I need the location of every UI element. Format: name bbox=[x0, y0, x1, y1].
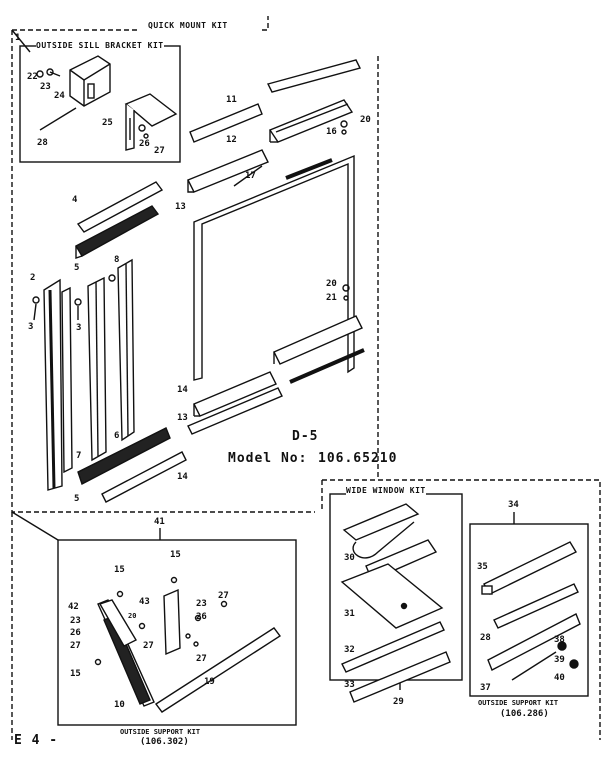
callout-43: 43 bbox=[139, 597, 150, 607]
support-kit-left-box bbox=[57, 539, 297, 726]
callout-17: 17 bbox=[245, 171, 256, 181]
support-kit-right-number: (106.286) bbox=[500, 709, 549, 719]
callout-42: 42 bbox=[68, 602, 79, 612]
callout-23-c: 23 bbox=[196, 599, 207, 609]
callout-27-e: 27 bbox=[196, 654, 207, 664]
callout-39: 39 bbox=[554, 655, 565, 665]
support-kit-left-number: (106.302) bbox=[140, 737, 189, 747]
page-code: D-5 bbox=[292, 429, 319, 444]
top-seal-parts bbox=[75, 181, 164, 259]
wide-window-kit-title: WIDE WINDOW KIT bbox=[346, 486, 426, 495]
callout-20-bottom: 20 bbox=[326, 279, 337, 289]
callout-15-c: 15 bbox=[70, 669, 81, 679]
wide-window-parts bbox=[340, 503, 451, 703]
callout-27-d: 27 bbox=[218, 591, 229, 601]
support-kit-right-title: OUTSIDE SUPPORT KIT bbox=[478, 699, 559, 707]
page-mark: E 4 - bbox=[14, 733, 59, 748]
support-kit-left-title: OUTSIDE SUPPORT KIT bbox=[120, 728, 201, 736]
callout-11: 11 bbox=[226, 95, 237, 105]
callout-24: 24 bbox=[54, 91, 65, 101]
callout-4: 4 bbox=[72, 195, 78, 205]
callout-33: 33 bbox=[344, 680, 355, 690]
callout-19: 19 bbox=[204, 677, 215, 687]
callout-41: 41 bbox=[154, 517, 165, 527]
callout-3-mid: 3 bbox=[76, 323, 82, 333]
callout-16: 16 bbox=[326, 127, 337, 137]
support-left-parts bbox=[94, 576, 282, 713]
callout-14-bottom: 14 bbox=[177, 472, 188, 482]
callout-21: 21 bbox=[326, 293, 337, 303]
callout-10: 10 bbox=[114, 700, 125, 710]
callout-7: 7 bbox=[76, 451, 82, 461]
callout-26-b: 26 bbox=[70, 628, 81, 638]
quick-mount-kit-title: QUICK MOUNT KIT bbox=[148, 21, 228, 30]
callout-28-b: 28 bbox=[480, 633, 491, 643]
bottom-seal-parts bbox=[77, 427, 187, 503]
callout-40: 40 bbox=[554, 673, 565, 683]
callout-30: 30 bbox=[344, 553, 355, 563]
callout-26: 26 bbox=[139, 139, 150, 149]
callout-27: 27 bbox=[154, 146, 165, 156]
callout-8: 8 bbox=[114, 255, 120, 265]
callout-5-top: 5 bbox=[74, 263, 80, 273]
callout-15-a: 15 bbox=[114, 565, 125, 575]
callout-13-bottom: 13 bbox=[177, 413, 188, 423]
main-frame-13 bbox=[193, 154, 355, 381]
callout-22: 22 bbox=[27, 72, 38, 82]
callout-2: 2 bbox=[30, 273, 36, 283]
callout-26-c: 26 bbox=[196, 612, 207, 622]
callout-23-b: 23 bbox=[70, 616, 81, 626]
top-rail-parts bbox=[187, 59, 362, 193]
callout-13-top: 13 bbox=[175, 202, 186, 212]
callout-29: 29 bbox=[393, 697, 404, 707]
side-channel-parts bbox=[32, 258, 135, 491]
callout-34: 34 bbox=[508, 500, 519, 510]
callout-20-c: 20 bbox=[128, 612, 137, 620]
bottom-rail-parts bbox=[187, 284, 365, 435]
callout-25: 25 bbox=[102, 118, 113, 128]
callout-27-c: 27 bbox=[143, 641, 154, 651]
callout-12: 12 bbox=[226, 135, 237, 145]
callout-31: 31 bbox=[344, 609, 355, 619]
callout-3-left: 3 bbox=[28, 322, 34, 332]
callout-15-b: 15 bbox=[170, 550, 181, 560]
callout-37: 37 bbox=[480, 683, 491, 693]
callout-20-top: 20 bbox=[360, 115, 371, 125]
callout-35: 35 bbox=[477, 562, 488, 572]
callout-5-bottom: 5 bbox=[74, 494, 80, 504]
callout-14-left: 14 bbox=[177, 385, 188, 395]
quick-mount-kit-frame bbox=[11, 16, 601, 740]
model-label: Model No: bbox=[228, 451, 308, 466]
sill-bracket-kit-title: OUTSIDE SILL BRACKET KIT bbox=[36, 41, 164, 50]
callout-6: 6 bbox=[114, 431, 120, 441]
callout-27-b: 27 bbox=[70, 641, 81, 651]
callout-23: 23 bbox=[40, 82, 51, 92]
support-right-parts bbox=[481, 541, 581, 681]
model-number: 106.65210 bbox=[318, 451, 398, 466]
callout-32: 32 bbox=[344, 645, 355, 655]
callout-28: 28 bbox=[37, 138, 48, 148]
corner-mark: 1 bbox=[15, 33, 21, 43]
callout-38: 38 bbox=[554, 635, 565, 645]
support-kit-right-box bbox=[469, 523, 589, 697]
sill-bracket-parts bbox=[36, 55, 178, 151]
